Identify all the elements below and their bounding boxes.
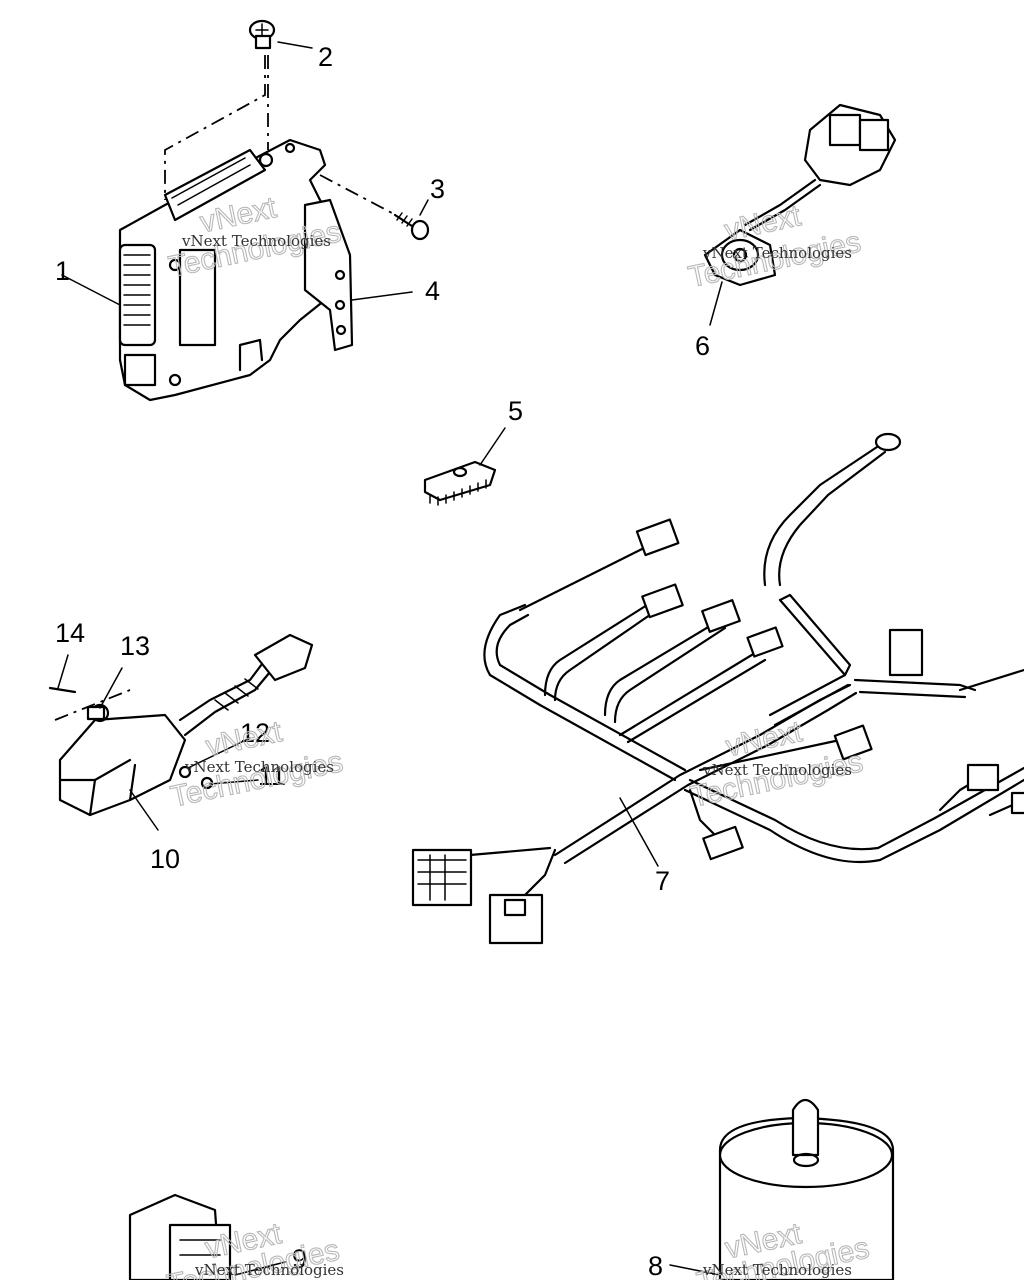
clip-13: [86, 705, 106, 721]
watermark-4-small: vNext Technologies: [702, 761, 852, 779]
wiring-harness: [411, 432, 1024, 945]
watermark-3-line1: vNext: [203, 715, 286, 763]
screw-2: [248, 19, 276, 50]
callout-10: 10: [150, 844, 180, 874]
ecu-module: [118, 138, 332, 402]
screw-2-centerline: [164, 55, 266, 200]
sensor-10-centerline: [54, 689, 131, 721]
watermark-4: vNext Technologies vNext Technologies: [687, 715, 866, 815]
watermark-2-small: vNext Technologies: [702, 244, 852, 262]
watermark-2: vNext Technologies vNext Technologies: [685, 199, 864, 295]
watermark-1-small: vNext Technologies: [181, 232, 331, 250]
callout-13: 13: [120, 631, 150, 661]
callout-14: 14: [55, 618, 85, 648]
callout-12: 12: [240, 718, 270, 748]
callout-2: 2: [318, 42, 333, 72]
watermark-3-line2: Technologies: [168, 745, 346, 814]
callout-8: 8: [648, 1251, 663, 1280]
chip-5: [423, 460, 497, 506]
callout-4: 4: [425, 276, 440, 306]
callout-9: 9: [292, 1244, 307, 1274]
watermark-5-small: vNext Technologies: [194, 1261, 344, 1279]
watermark-3-small: vNext Technologies: [184, 758, 334, 776]
sensor-10: [58, 633, 314, 817]
watermark-6-small: vNext Technologies: [702, 1261, 852, 1279]
bracket: [303, 198, 354, 352]
fuel-filter-8: [718, 1098, 895, 1280]
callout-11: 11: [258, 761, 286, 791]
callout-5: 5: [508, 396, 523, 426]
screw-14: [48, 686, 77, 694]
screw-3: [393, 212, 430, 241]
callout-7: 7: [655, 866, 670, 896]
watermark-4-line2: Technologies: [688, 745, 866, 814]
watermark-3: vNext Technologies vNext Technologies: [167, 715, 346, 815]
relay-9: [128, 1193, 232, 1280]
screw-3-centerline: [319, 174, 393, 214]
callout-1: 1: [55, 256, 70, 286]
callout-3: 3: [430, 174, 445, 204]
callout-6: 6: [695, 331, 710, 361]
leader-lines: [57, 41, 723, 1276]
sensor-6: [703, 103, 897, 287]
